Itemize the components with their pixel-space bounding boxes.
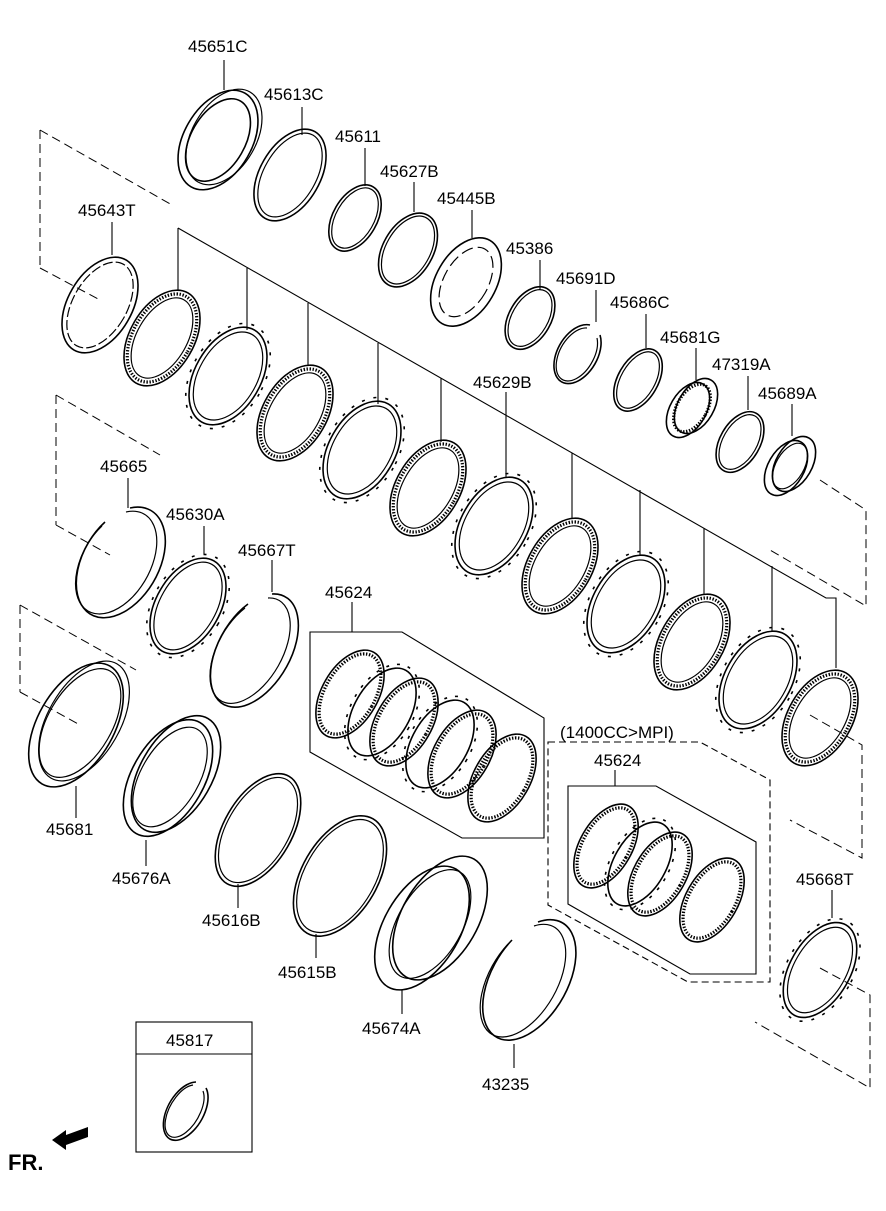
friction-disc: [521, 453, 599, 615]
part-45629B[interactable]: 45629B: [473, 373, 532, 478]
label-45616B: 45616B: [202, 911, 261, 930]
label-45445B: 45445B: [437, 189, 496, 208]
part-45613C[interactable]: 45613C: [239, 85, 341, 233]
fr-label: FR.: [8, 1150, 43, 1175]
part-45643T[interactable]: 45643T: [46, 201, 153, 366]
friction-disc: [256, 303, 334, 462]
part-45691D[interactable]: 45691D: [553, 269, 616, 385]
label-45629B: 45629B: [473, 373, 532, 392]
label-45611: 45611: [335, 127, 381, 146]
clutch-pack-plates: [123, 228, 859, 767]
part-45445B[interactable]: 45445B: [416, 189, 516, 339]
guide-lines: [19, 129, 871, 1089]
part-45616B[interactable]: 45616B: [198, 759, 319, 930]
alt-kit-plates: [573, 803, 745, 943]
steel-plate: [714, 566, 802, 734]
part-47319A[interactable]: 47319A: [706, 355, 774, 481]
part-45615B[interactable]: 45615B: [274, 800, 406, 982]
part-45817[interactable]: 45817: [135, 1021, 253, 1153]
label-45817: 45817: [166, 1031, 213, 1050]
label-45624-alt: 45624: [594, 751, 641, 770]
kit-plates: [315, 649, 537, 823]
part-45651C[interactable]: 45651C: [162, 37, 278, 204]
variant-note: (1400CC>MPI): [560, 723, 674, 742]
friction-disc: [123, 228, 201, 387]
label-45674A: 45674A: [362, 1019, 421, 1038]
part-45386[interactable]: 45386: [495, 239, 565, 358]
part-45681[interactable]: 45681: [9, 646, 148, 839]
label-45627B: 45627B: [380, 162, 439, 181]
label-45386: 45386: [506, 239, 553, 258]
front-direction-indicator: FR.: [8, 1127, 88, 1175]
label-45667T: 45667T: [238, 541, 296, 560]
label-45643T: 45643T: [78, 201, 136, 220]
label-45613C: 45613C: [264, 85, 324, 104]
part-45689A[interactable]: 45689A: [755, 384, 824, 503]
part-45667T[interactable]: 45667T: [209, 541, 300, 708]
friction-disc: [781, 669, 859, 767]
part-43235[interactable]: 43235: [479, 918, 577, 1094]
part-45686C[interactable]: 45686C: [604, 293, 673, 419]
part-45681G[interactable]: 45681G: [657, 328, 726, 445]
steel-plate: [450, 472, 538, 580]
part-45627B[interactable]: 45627B: [366, 162, 449, 297]
label-45686C: 45686C: [610, 293, 670, 312]
label-45691D: 45691D: [556, 269, 616, 288]
label-45676A: 45676A: [112, 869, 171, 888]
label-45668T: 45668T: [796, 870, 854, 889]
label-45624: 45624: [325, 583, 372, 602]
label-45689A: 45689A: [758, 384, 817, 403]
steel-plate: [318, 343, 406, 504]
friction-disc: [653, 528, 731, 691]
part-45665[interactable]: 45665: [74, 457, 167, 619]
label-45615B: 45615B: [278, 963, 337, 982]
part-45668T[interactable]: 45668T: [763, 870, 876, 1035]
part-45674A[interactable]: 45674A: [355, 840, 507, 1038]
arrow-left-icon: [52, 1127, 88, 1150]
label-45681: 45681: [46, 820, 93, 839]
friction-disc: [389, 378, 467, 537]
steel-plate: [184, 268, 272, 430]
label-47319A: 47319A: [712, 355, 771, 374]
label-45681G: 45681G: [660, 328, 721, 347]
part-45676A[interactable]: 45676A: [105, 701, 239, 888]
label-45665: 45665: [100, 457, 147, 476]
part-45624-kit[interactable]: 45624: [302, 583, 550, 839]
part-45611[interactable]: 45611: [318, 127, 392, 260]
label-43235: 43235: [482, 1075, 529, 1094]
label-45651C: 45651C: [188, 37, 248, 56]
label-45630A: 45630A: [166, 505, 225, 524]
part-45630A[interactable]: 45630A: [130, 505, 247, 672]
part-45624-alt-kit[interactable]: (1400CC>MPI) 45624: [547, 723, 771, 983]
steel-plate: [582, 490, 670, 658]
